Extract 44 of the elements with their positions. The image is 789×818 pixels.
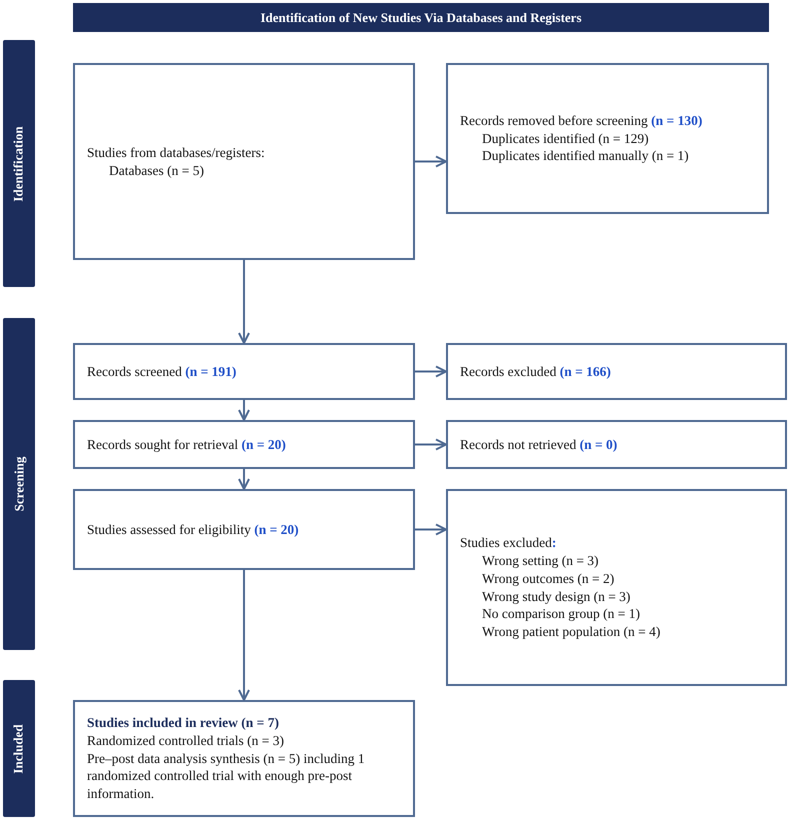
list-item: Duplicates identified manually (n = 1) bbox=[481, 147, 690, 166]
process-box bbox=[73, 700, 415, 817]
process-box bbox=[446, 489, 787, 686]
box-heading: Studies excluded: bbox=[460, 534, 558, 552]
box-heading: Studies assessed for eligibility (n = 20) bbox=[87, 520, 300, 538]
process-box bbox=[446, 63, 769, 214]
phase-label: Included bbox=[11, 724, 27, 774]
process-box bbox=[446, 420, 787, 469]
arrow bbox=[238, 400, 250, 421]
process-box bbox=[73, 489, 415, 570]
list-item: Pre–post data analysis synthesis (n = 5) including 1 randomized controlled trial with enough pre-post information. bbox=[87, 750, 366, 804]
arrow bbox=[415, 156, 447, 168]
box-heading: Records sought for retrieval (n = 20) bbox=[87, 436, 287, 454]
process-box bbox=[73, 63, 415, 260]
phase-label: Identification bbox=[11, 126, 27, 202]
list-item: Wrong outcomes (n = 2) bbox=[481, 570, 616, 588]
list-item: Randomized controlled trials (n = 3) bbox=[87, 732, 285, 750]
arrow bbox=[238, 260, 250, 344]
list-item: Wrong study design (n = 3) bbox=[481, 588, 632, 606]
list-item: Duplicates identified (n = 129) bbox=[481, 130, 650, 148]
phase-band bbox=[3, 40, 35, 287]
process-box bbox=[73, 343, 415, 400]
box-heading: Records removed before screening (n = 130) bbox=[460, 112, 704, 130]
list-item: Wrong setting (n = 3) bbox=[481, 552, 600, 570]
process-box bbox=[446, 343, 787, 400]
box-heading: Studies included in review (n = 7) bbox=[87, 714, 280, 732]
box-heading: Studies from databases/registers: bbox=[87, 144, 266, 162]
box-heading: Records screened (n = 191) bbox=[87, 362, 238, 380]
heading-text: Identification of New Studies Via Databases and Registers bbox=[260, 10, 582, 26]
arrow bbox=[238, 570, 250, 701]
list-item: Wrong patient population (n = 4) bbox=[481, 623, 662, 641]
box-heading: Records excluded (n = 166) bbox=[460, 362, 612, 380]
header-bar bbox=[73, 3, 769, 32]
phase-label: Screening bbox=[11, 456, 27, 512]
list-item: No comparison group (n = 1) bbox=[481, 605, 641, 624]
list-item: Databases (n = 5) bbox=[108, 162, 205, 180]
box-heading: Records not retrieved (n = 0) bbox=[460, 436, 618, 454]
process-box bbox=[73, 420, 415, 469]
arrow bbox=[415, 524, 447, 536]
phase-band bbox=[3, 318, 35, 650]
arrow bbox=[415, 366, 447, 378]
arrow bbox=[415, 438, 447, 450]
phase-band bbox=[3, 680, 35, 817]
arrow bbox=[238, 469, 250, 490]
